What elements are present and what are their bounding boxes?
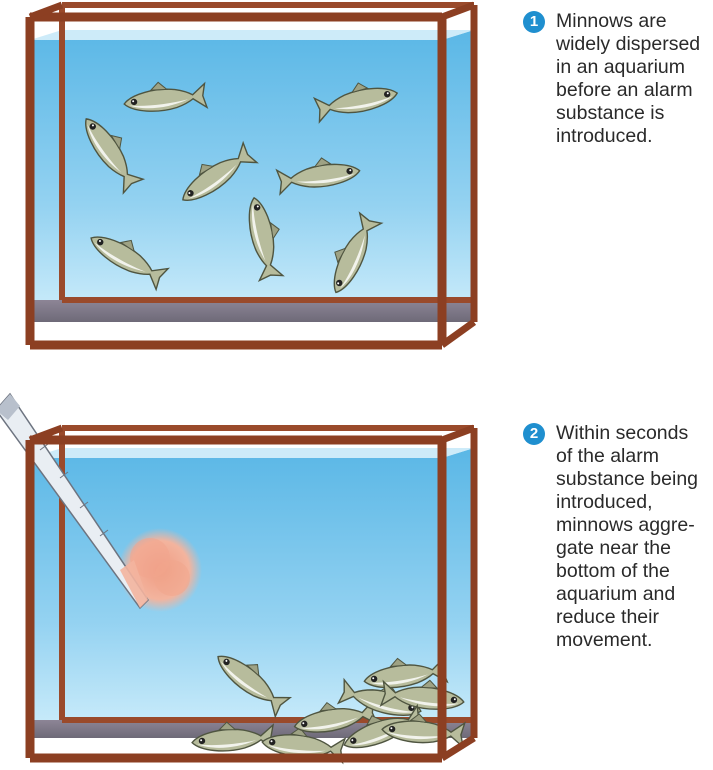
step-1-caption: 1 Minnows are widely dispersed in an aqu… [524,10,709,148]
step-text: Within seconds of the alarm substance be… [524,422,709,652]
step-number-badge: 2 [523,423,545,445]
panel-dispersed: 1 Minnows are widely dispersed in an aqu… [0,0,713,360]
step-text: Minnows are widely dispersed in an aquar… [524,10,709,148]
panel-aggregated: 2 Within seconds of the alarm substance … [0,380,713,770]
step-2-caption: 2 Within seconds of the alarm substance … [524,422,709,652]
step-number-badge: 1 [523,11,545,33]
